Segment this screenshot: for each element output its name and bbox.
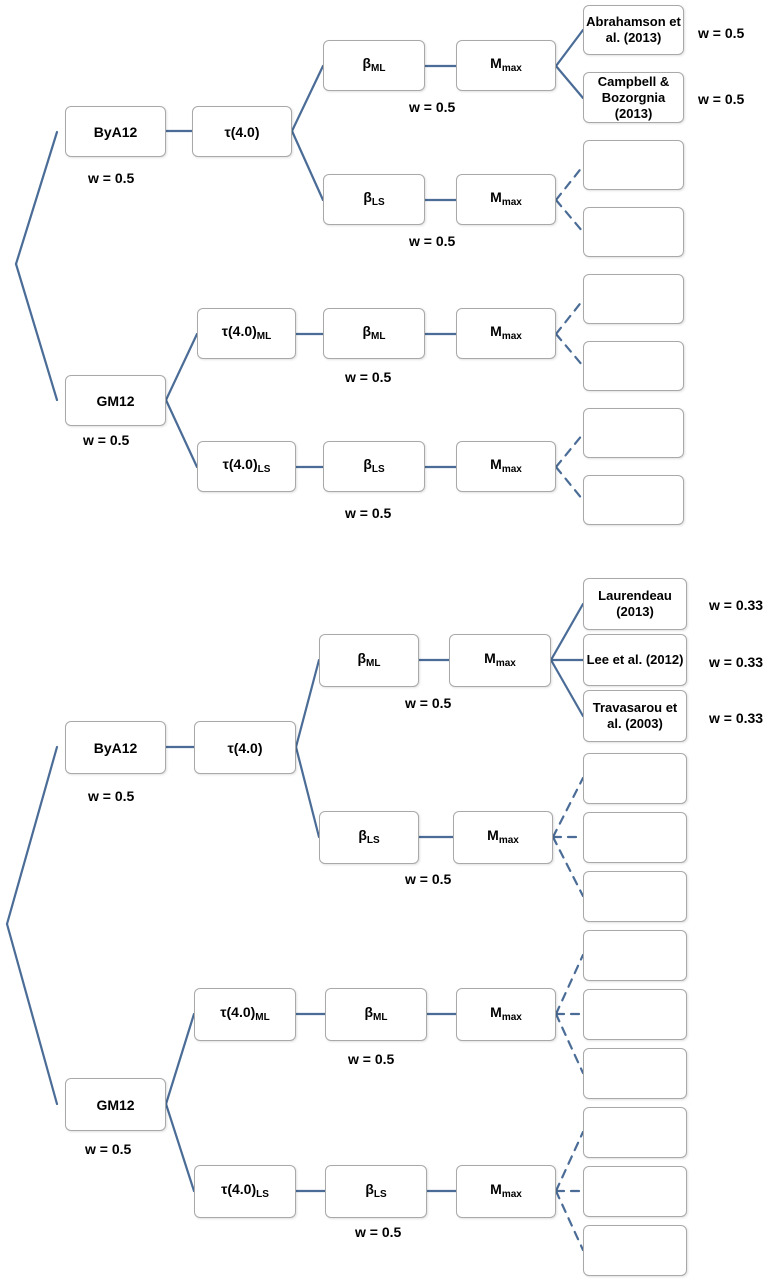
- node-tau-ml: τ(4.0)ML: [194, 988, 296, 1041]
- node-gm12: GM12: [65, 1078, 166, 1131]
- node-bya12: ByA12: [65, 721, 166, 774]
- gmpe-abrahamson: Abrahamson et al. (2013): [583, 5, 684, 55]
- connector: [554, 1130, 585, 1193]
- empty-branch-box: [583, 812, 687, 863]
- node-mmax: Mmax: [449, 634, 551, 687]
- empty-branch-box: [583, 989, 687, 1040]
- connector: [294, 658, 321, 749]
- weight-label: w = 0.5: [698, 25, 745, 41]
- empty-branch-box: [583, 408, 684, 458]
- node-beta-ls: βLS: [319, 811, 419, 864]
- weight-label: w = 0.5: [88, 788, 135, 804]
- weight-label: w = 0.5: [345, 369, 392, 385]
- connector: [549, 602, 585, 662]
- connector: [554, 1189, 585, 1252]
- empty-branch-box: [583, 475, 684, 525]
- connector: [551, 835, 585, 898]
- connector: [14, 130, 59, 266]
- node-mmax: Mmax: [456, 1165, 556, 1218]
- connector: [554, 332, 585, 368]
- gmpe-lee: Lee et al. (2012): [583, 634, 687, 686]
- node-tau: τ(4.0): [194, 721, 296, 774]
- gmpe-campbell-bozorgnia: Campbell & Bozorgnia (2013): [583, 72, 684, 123]
- connector: [164, 1102, 196, 1193]
- empty-branch-box: [583, 1048, 687, 1099]
- connector: [554, 64, 585, 100]
- node-bya12: ByA12: [65, 106, 166, 157]
- weight-label: w = 0.5: [88, 170, 135, 186]
- weight-label: w = 0.5: [409, 99, 456, 115]
- connector: [554, 198, 585, 234]
- node-mmax: Mmax: [453, 811, 553, 864]
- node-gm12: GM12: [65, 375, 166, 426]
- node-mmax: Mmax: [456, 40, 556, 91]
- connector: [554, 164, 585, 202]
- empty-branch-box: [583, 1166, 687, 1217]
- connector: [14, 262, 59, 402]
- node-beta-ls: βLS: [323, 174, 425, 225]
- connector: [290, 129, 325, 202]
- connector: [549, 658, 585, 718]
- empty-branch-box: [583, 930, 687, 981]
- weight-label: w = 0.33: [709, 654, 764, 670]
- node-beta-ls: βLS: [325, 1165, 427, 1218]
- weight-label: w = 0.5: [83, 432, 130, 448]
- connector: [290, 64, 325, 133]
- connector: [554, 298, 585, 336]
- weight-label: w = 0.5: [405, 695, 452, 711]
- connector: [294, 745, 321, 839]
- weight-label: w = 0.5: [698, 91, 745, 107]
- weight-label: w = 0.5: [355, 1224, 402, 1240]
- node-mmax: Mmax: [456, 308, 556, 359]
- node-tau-ml: τ(4.0)ML: [197, 308, 296, 359]
- connector: [5, 745, 59, 926]
- gmpe-travasarou: Travasarou et al. (2003): [583, 690, 687, 742]
- node-mmax: Mmax: [456, 174, 556, 225]
- empty-branch-box: [583, 753, 687, 804]
- weight-label: w = 0.33: [709, 710, 764, 726]
- weight-label: w = 0.5: [409, 233, 456, 249]
- connector: [551, 776, 585, 839]
- connector: [554, 1012, 585, 1075]
- node-beta-ml: βML: [325, 988, 427, 1041]
- weight-label: w = 0.5: [85, 1141, 132, 1157]
- node-beta-ml: βML: [323, 40, 425, 91]
- connector: [554, 953, 585, 1016]
- connector: [164, 398, 199, 469]
- weight-label: w = 0.5: [348, 1051, 395, 1067]
- connector: [5, 922, 59, 1106]
- empty-branch-box: [583, 274, 684, 324]
- node-tau: τ(4.0): [192, 106, 292, 157]
- empty-branch-box: [583, 1225, 687, 1276]
- node-tau-ls: τ(4.0)LS: [197, 441, 296, 492]
- connector: [554, 465, 585, 502]
- weight-label: w = 0.5: [345, 505, 392, 521]
- empty-branch-box: [583, 207, 684, 257]
- node-tau-ls: τ(4.0)LS: [194, 1165, 296, 1218]
- node-mmax: Mmax: [456, 441, 556, 492]
- empty-branch-box: [583, 341, 684, 391]
- connector: [164, 1012, 196, 1106]
- connector: [554, 28, 585, 68]
- gmpe-laurendeau: Laurendeau (2013): [583, 578, 687, 630]
- node-beta-ml: βML: [319, 634, 419, 687]
- weight-label: w = 0.33: [709, 597, 764, 613]
- connector: [164, 332, 199, 402]
- empty-branch-box: [583, 140, 684, 190]
- node-mmax: Mmax: [456, 988, 556, 1041]
- node-beta-ml: βML: [323, 308, 425, 359]
- connector: [554, 432, 585, 469]
- weight-label: w = 0.5: [405, 871, 452, 887]
- empty-branch-box: [583, 1107, 687, 1158]
- node-beta-ls: βLS: [323, 441, 425, 492]
- empty-branch-box: [583, 871, 687, 922]
